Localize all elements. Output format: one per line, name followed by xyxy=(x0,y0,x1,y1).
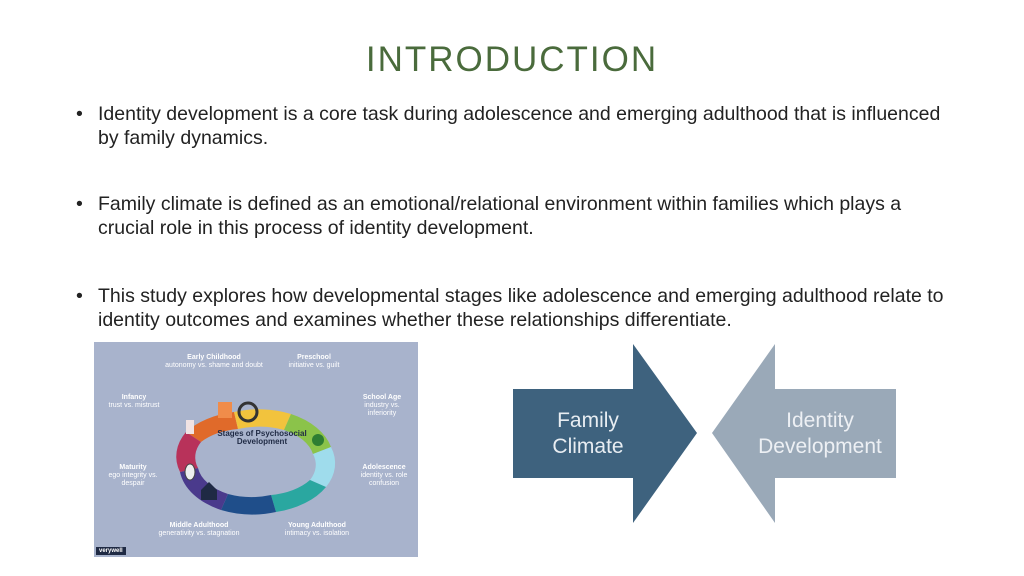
bullet-dot-icon: • xyxy=(76,285,83,307)
slide-title: INTRODUCTION xyxy=(365,40,659,79)
house-icon xyxy=(201,482,217,500)
bullet-dot-icon: • xyxy=(76,103,83,125)
identity-development-arrow xyxy=(712,344,896,523)
magnifier-icon xyxy=(237,401,259,423)
bullet-text: Identity development is a core task duri… xyxy=(98,103,941,149)
bullet-item: • This study explores how developmental … xyxy=(76,284,956,332)
bullet-text: Family climate is defined as an emotiona… xyxy=(98,193,902,239)
brand-logo: verywell xyxy=(96,547,126,555)
wheel-center-title: Stages of Psychosocial Development xyxy=(217,429,307,446)
bullet-text: This study explores how developmental st… xyxy=(98,285,944,331)
psychosocial-stages-image: Stages of Psychosocial Development Early… xyxy=(94,342,418,557)
blocks-icon xyxy=(218,402,232,418)
family-climate-label: Family Climate xyxy=(552,409,624,458)
apple-icon xyxy=(312,434,324,446)
stage-wheel-graphic xyxy=(176,401,336,515)
bottle-icon xyxy=(186,420,194,434)
family-climate-arrow xyxy=(513,344,697,523)
bullet-item: • Identity development is a core task du… xyxy=(76,102,956,150)
bullet-dot-icon: • xyxy=(76,193,83,215)
bullet-item: • Family climate is defined as an emotio… xyxy=(76,192,956,240)
identity-development-label: Identity Development xyxy=(758,409,882,458)
mirror-icon xyxy=(184,463,196,481)
